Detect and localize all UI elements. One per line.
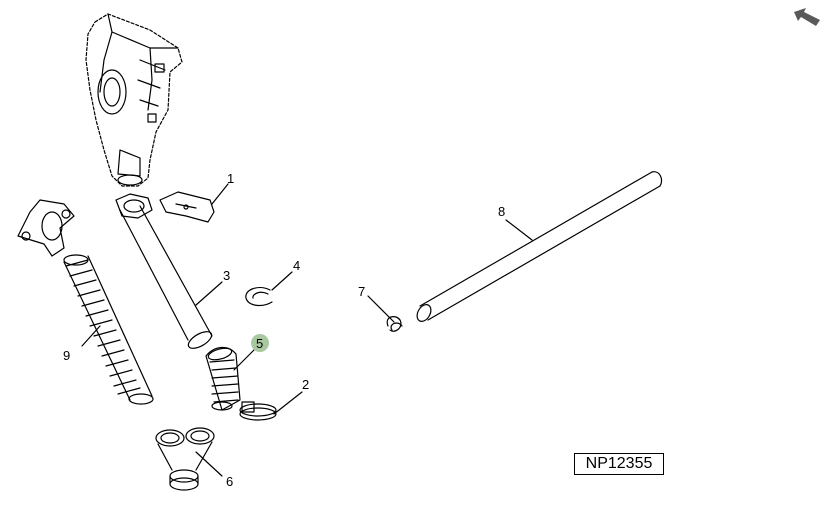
callout-7[interactable]: 7 bbox=[358, 284, 365, 299]
callout-8[interactable]: 8 bbox=[498, 204, 505, 219]
part-8-long-tube bbox=[416, 171, 663, 322]
callout-1[interactable]: 1 bbox=[227, 171, 234, 186]
callout-5-highlight bbox=[251, 334, 269, 352]
housing-casting bbox=[85, 13, 183, 187]
part-1-bracket bbox=[159, 183, 229, 223]
back-arrow-icon[interactable] bbox=[792, 6, 822, 28]
callout-2[interactable]: 2 bbox=[302, 377, 309, 392]
callout-4[interactable]: 4 bbox=[293, 258, 300, 273]
part-4-clip bbox=[245, 271, 293, 307]
part-9-corrugated-hose bbox=[17, 199, 154, 405]
callout-6[interactable]: 6 bbox=[226, 474, 233, 489]
callout-3[interactable]: 3 bbox=[223, 268, 230, 283]
part-5-bent-hose bbox=[205, 346, 255, 411]
diagram-reference-code: NP12355 bbox=[574, 453, 664, 475]
part-6-y-fitting bbox=[155, 427, 223, 491]
part-3-pipe bbox=[115, 193, 223, 349]
part-7-spring-clip bbox=[367, 295, 403, 332]
callout-9[interactable]: 9 bbox=[63, 348, 70, 363]
part-2-clamp bbox=[239, 391, 303, 421]
callout-5[interactable]: 5 bbox=[256, 336, 263, 351]
